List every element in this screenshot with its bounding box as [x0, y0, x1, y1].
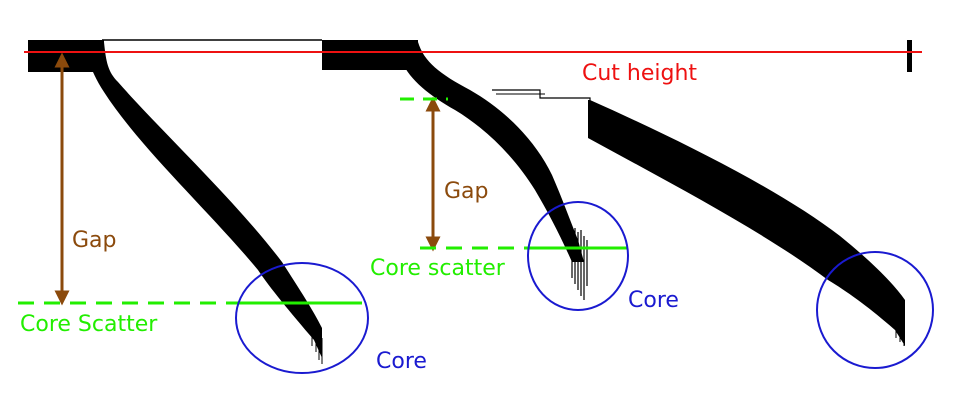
middle-core-scatter-label: Core scatter — [370, 256, 506, 281]
middle-gap-label: Gap — [444, 179, 489, 204]
left-branch-band — [88, 42, 322, 358]
middle-core-label: Core — [628, 288, 679, 313]
left-fringe — [311, 326, 323, 364]
left-core-label: Core — [376, 349, 427, 374]
left-gap-label: Gap — [72, 228, 117, 253]
right-cluster — [588, 40, 912, 346]
left-core-circle — [235, 262, 369, 374]
right-branch-band — [588, 100, 905, 346]
middle-branch-band — [402, 42, 584, 262]
right-edge-marker — [907, 40, 912, 72]
right-fringe — [895, 318, 905, 346]
right-core-circle — [816, 251, 934, 369]
left-core-scatter-label: Core Scatter — [20, 312, 158, 337]
middle-core-circle — [527, 201, 629, 311]
cut-height-label: Cut height — [582, 61, 697, 86]
middle-cluster — [322, 40, 591, 300]
